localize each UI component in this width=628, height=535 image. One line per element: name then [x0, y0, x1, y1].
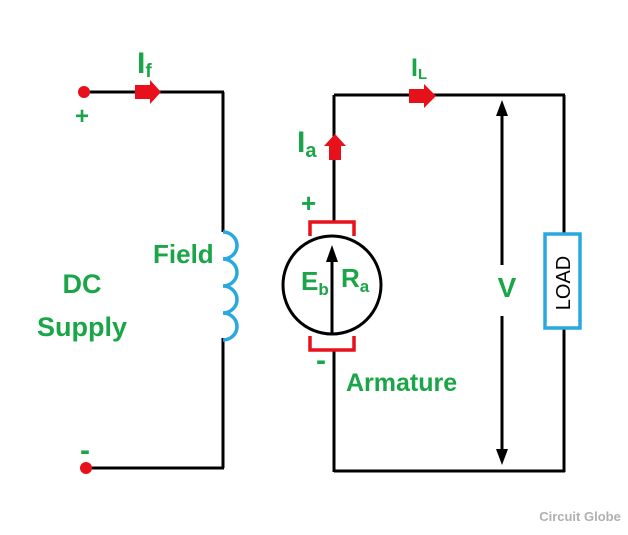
supply-negative-terminal [80, 462, 92, 474]
load-current-label: IL [411, 54, 427, 83]
armature-label: Armature [346, 369, 457, 397]
field-coil-icon [222, 230, 239, 342]
field-current-label: If [137, 47, 152, 82]
armature-internal-arrow-head [326, 245, 338, 262]
voltage-arrow-bottom-head [496, 449, 508, 465]
armature-plus-label: + [301, 188, 316, 218]
dc-label-line1: DC [63, 269, 102, 299]
load-label: LOAD [553, 256, 575, 310]
load-current-arrow-icon [409, 84, 436, 108]
armature-current-arrow-icon [324, 134, 346, 160]
supply-minus-label: - [80, 434, 90, 467]
voltage-label: V [498, 272, 517, 303]
bottom-brush [308, 336, 356, 352]
field-label: Field [153, 239, 214, 269]
armature-circuit-wires [332, 93, 566, 473]
dc-label-line2: Supply [37, 312, 127, 342]
watermark: Circuit Globe [539, 509, 621, 524]
field-current-arrow-icon [135, 80, 161, 104]
armature-resistance-label: Ra [341, 263, 370, 296]
armature-current-label: Ia [297, 126, 317, 162]
load-box [543, 232, 582, 330]
field-circuit-wires [84, 90, 225, 470]
armature-minus-label: - [316, 344, 326, 377]
supply-plus-label: + [75, 103, 89, 130]
top-brush [308, 220, 356, 236]
back-emf-label: Eb [301, 266, 329, 299]
supply-positive-terminal [78, 86, 90, 98]
voltage-arrow-top-head [496, 100, 508, 116]
